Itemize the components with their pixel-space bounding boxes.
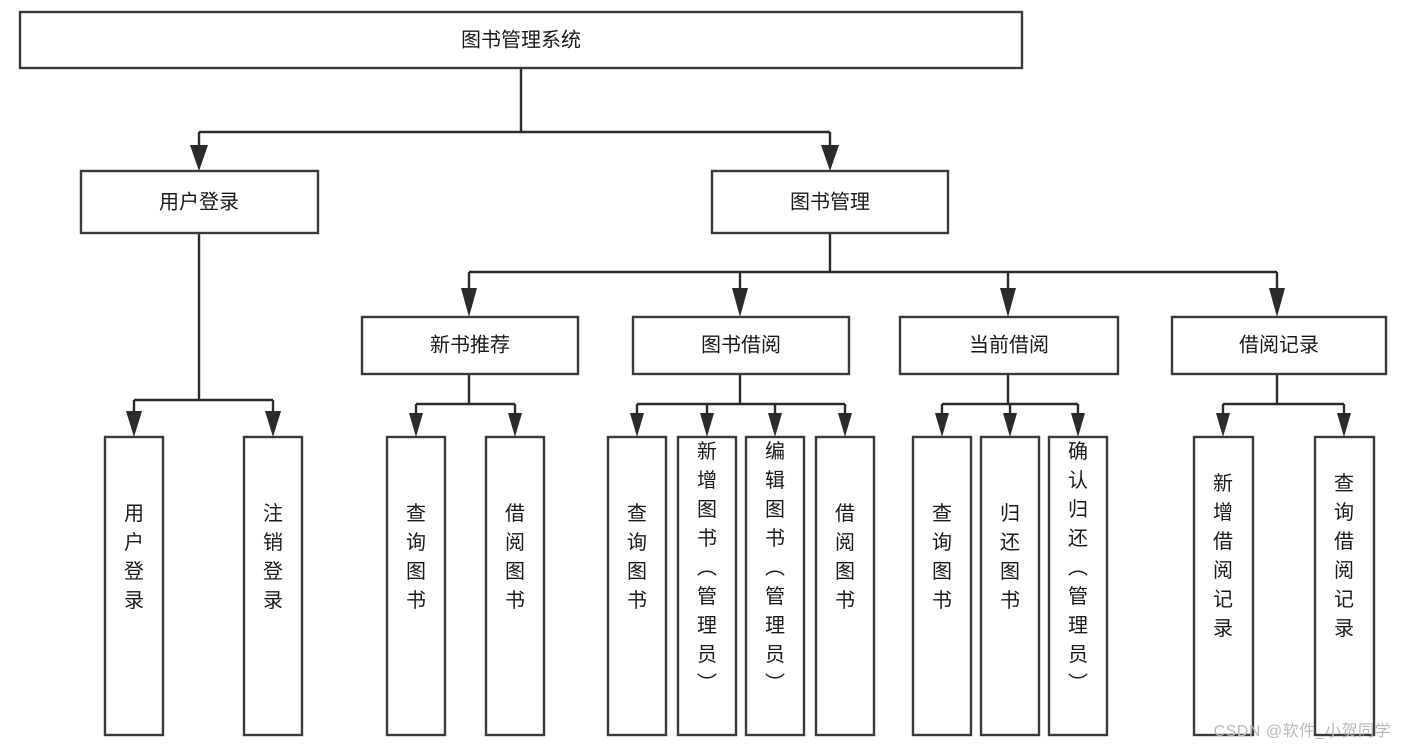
arrow-head-currentborrow-leaf-2 <box>1003 413 1017 437</box>
node-leaf-borrow-book-borrow[interactable]: 借阅图书 <box>814 435 876 737</box>
arrow-head-currentborrow-leaf-3 <box>1071 413 1085 437</box>
arrow-head-book-manage <box>821 145 839 171</box>
arrow-head-borrowrecord-leaf-1 <box>1216 413 1230 437</box>
node-leaf-borrow-book-recommend[interactable]: 借阅图书 <box>484 435 546 737</box>
node-user-login[interactable]: 用户登录 <box>79 169 320 235</box>
arrow-head-currentborrow-leaf-1 <box>935 413 949 437</box>
node-leaf-confirm-return-admin[interactable]: 确认归还︵管理员︶ <box>1047 435 1109 737</box>
leaf-query-book-current-label: 查询图书 <box>932 502 952 612</box>
root-box[interactable] <box>18 10 1024 70</box>
node-current-borrow[interactable]: 当前借阅 <box>898 315 1120 376</box>
leaf-confirm-return-admin-box[interactable] <box>1047 435 1109 737</box>
node-leaf-query-book-current[interactable]: 查询图书 <box>911 435 973 737</box>
leaf-query-book-borrow-box[interactable] <box>606 435 668 737</box>
book-borrow-label: 图书借阅 <box>701 333 781 356</box>
user-login-label: 用户登录 <box>159 190 239 213</box>
arrow-head-leaf-logout <box>265 411 281 437</box>
node-leaf-edit-book-admin[interactable]: 编辑图书︵管理员︶ <box>744 435 806 737</box>
arrow-head-bookborrow-leaf-1 <box>630 413 644 437</box>
book-borrow-box[interactable] <box>631 315 851 376</box>
leaf-add-borrow-record-label: 新增借阅记录 <box>1213 472 1233 640</box>
node-leaf-add-book-admin[interactable]: 新增图书︵管理员︶ <box>676 435 738 737</box>
leaf-add-book-admin-label: 新增图书︵管理员︶ <box>697 440 717 695</box>
arrow-head-leaf-user-login <box>126 411 142 437</box>
leaf-query-book-recommend-box[interactable] <box>385 435 447 737</box>
leaf-borrow-book-recommend-box[interactable] <box>484 435 546 737</box>
node-leaf-query-book-recommend[interactable]: 查询图书 <box>385 435 447 737</box>
arrow-head-new-book <box>461 288 477 317</box>
leaf-return-book-label: 归还图书 <box>1000 502 1020 612</box>
leaf-return-book-box[interactable] <box>979 435 1041 737</box>
arrow-head-newbook-leaf-2 <box>508 413 522 437</box>
node-root-system[interactable]: 图书管理系统 <box>18 10 1024 70</box>
arrow-head-bookborrow-leaf-3 <box>768 413 782 437</box>
leaf-query-borrow-record-label: 查询借阅记录 <box>1334 472 1354 640</box>
node-leaf-add-borrow-record[interactable]: 新增借阅记录 <box>1192 435 1255 737</box>
arrow-head-user-login <box>190 145 208 171</box>
new-book-recommend-box[interactable] <box>360 315 580 376</box>
arrow-head-current-borrow <box>1000 288 1016 317</box>
leaf-logout-label: 注销登录 <box>263 502 283 612</box>
node-borrow-record[interactable]: 借阅记录 <box>1170 315 1388 376</box>
leaf-query-borrow-record-box[interactable] <box>1313 435 1376 737</box>
node-leaf-query-book-borrow[interactable]: 查询图书 <box>606 435 668 737</box>
leaf-edit-book-admin-label: 编辑图书︵管理员︶ <box>765 440 785 695</box>
leaf-borrow-book-borrow-box[interactable] <box>814 435 876 737</box>
leaf-borrow-book-recommend-label: 借阅图书 <box>505 502 525 612</box>
book-manage-label: 图书管理 <box>790 190 870 213</box>
arrow-head-newbook-leaf-1 <box>409 413 423 437</box>
arrow-head-borrowrecord-leaf-2 <box>1337 413 1351 437</box>
book-manage-box[interactable] <box>710 169 950 235</box>
leaf-query-book-current-box[interactable] <box>911 435 973 737</box>
leaf-query-book-borrow-label: 查询图书 <box>627 502 647 612</box>
root-label: 图书管理系统 <box>461 28 581 51</box>
leaf-user-login-label: 用户登录 <box>124 503 144 612</box>
arrow-head-bookborrow-leaf-4 <box>838 413 852 437</box>
leaf-logout-box[interactable] <box>242 435 304 737</box>
connector-layer <box>126 68 1351 437</box>
node-new-book-recommend[interactable]: 新书推荐 <box>360 315 580 376</box>
node-leaf-return-book[interactable]: 归还图书 <box>979 435 1041 737</box>
user-login-box[interactable] <box>79 169 320 235</box>
current-borrow-box[interactable] <box>898 315 1120 376</box>
leaf-borrow-book-borrow-label: 借阅图书 <box>835 502 855 612</box>
leaf-edit-book-admin-box[interactable] <box>744 435 806 737</box>
new-book-recommend-label: 新书推荐 <box>430 333 510 356</box>
arrow-head-borrow-record <box>1269 288 1285 317</box>
arrow-head-bookborrow-leaf-2 <box>700 413 714 437</box>
leaf-add-book-admin-box[interactable] <box>676 435 738 737</box>
node-leaf-user-login[interactable]: 用户登录 <box>103 435 165 737</box>
node-leaf-query-borrow-record[interactable]: 查询借阅记录 <box>1313 435 1376 737</box>
leaf-confirm-return-admin-label: 确认归还︵管理员︶ <box>1068 440 1088 695</box>
current-borrow-label: 当前借阅 <box>969 333 1049 356</box>
leaf-query-book-recommend-label: 查询图书 <box>406 502 426 612</box>
arrow-head-book-borrow <box>732 288 748 317</box>
borrow-record-box[interactable] <box>1170 315 1388 376</box>
leaf-add-borrow-record-box[interactable] <box>1192 435 1255 737</box>
node-book-borrow[interactable]: 图书借阅 <box>631 315 851 376</box>
node-book-manage[interactable]: 图书管理 <box>710 169 950 235</box>
borrow-record-label: 借阅记录 <box>1239 333 1319 356</box>
leaf-user-login-box[interactable] <box>103 435 165 737</box>
node-leaf-logout[interactable]: 注销登录 <box>242 435 304 737</box>
